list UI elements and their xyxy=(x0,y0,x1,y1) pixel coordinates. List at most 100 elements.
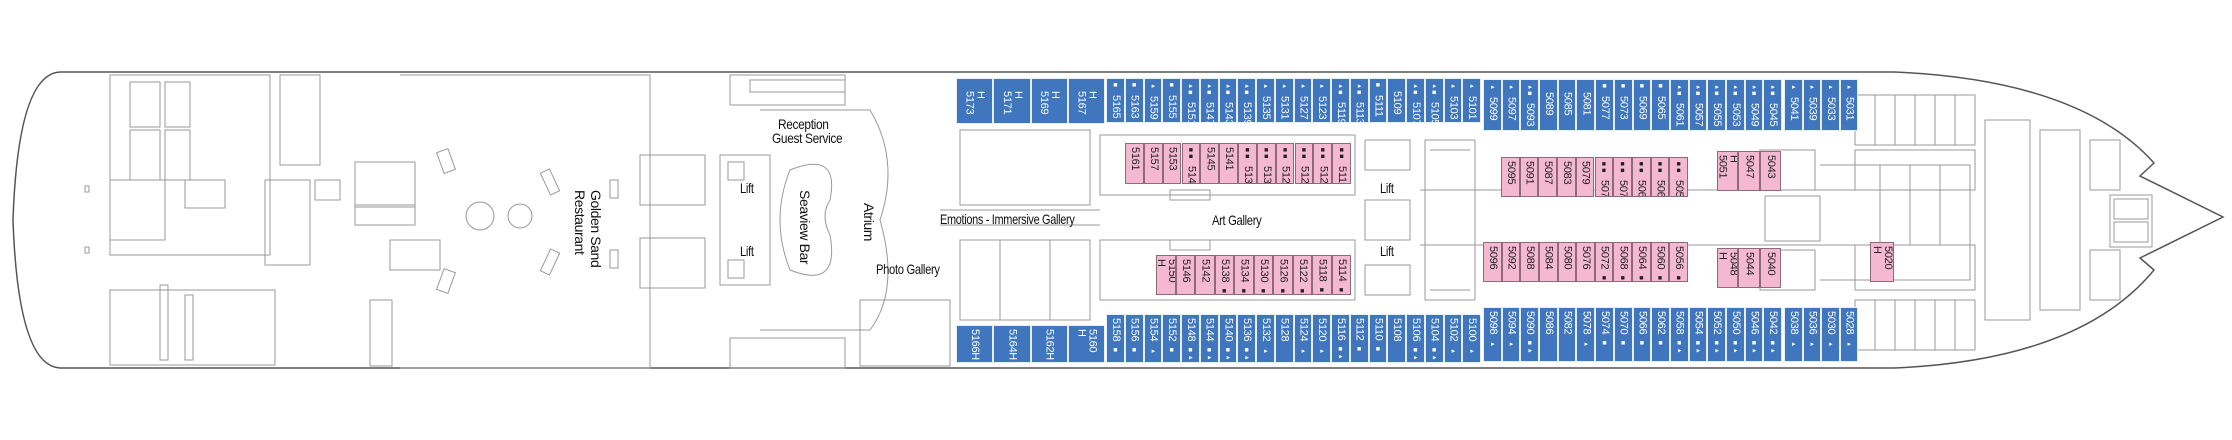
cabin-5098[interactable]: 5098▸ xyxy=(1483,307,1502,362)
cabin-5102[interactable]: 5102▸ xyxy=(1443,314,1463,363)
cabin-h5171[interactable]: H 5171 xyxy=(993,78,1031,124)
cabin-5043[interactable]: 5043 xyxy=(1759,151,1781,191)
cabin-5133[interactable]: ■■5133 xyxy=(1256,143,1276,184)
cabin-h5051[interactable]: H 5051 xyxy=(1717,151,1739,191)
cabin-5128[interactable]: 5128 xyxy=(1274,314,1294,363)
cabin-5150h[interactable]: 5150 H xyxy=(1156,255,1176,295)
cabin-5146[interactable]: 5146 xyxy=(1175,255,1195,295)
cabin-5120[interactable]: 5120▸ xyxy=(1312,314,1331,363)
cabin-5161[interactable]: 5161 xyxy=(1125,143,1144,184)
cabin-5045[interactable]: ▸■5045 xyxy=(1763,79,1782,131)
cabin-5065[interactable]: ■5065 xyxy=(1651,79,1670,131)
cabin-5047[interactable]: 5047 xyxy=(1738,151,1760,191)
cabin-5156[interactable]: 5156■ xyxy=(1124,314,1144,363)
cabin-5111[interactable]: ■5111 xyxy=(1368,78,1388,123)
cabin-5125[interactable]: ■■5125 xyxy=(1294,143,1314,184)
cabin-5135[interactable]: ▸5135 xyxy=(1256,78,1275,123)
cabin-5159[interactable]: ▸5159 xyxy=(1143,78,1163,123)
cabin-5055[interactable]: ▸■5055 xyxy=(1707,79,1726,131)
cabin-5092[interactable]: 5092 xyxy=(1501,242,1521,282)
cabin-5095[interactable]: 5095 xyxy=(1501,157,1520,197)
cabin-5105[interactable]: ▸■5105 xyxy=(1424,78,1444,123)
cabin-5137[interactable]: ■■5137 xyxy=(1238,143,1257,184)
cabin-5141[interactable]: 5141 xyxy=(1219,143,1238,184)
cabin-5166h[interactable]: 5166H xyxy=(956,325,994,363)
cabin-5042[interactable]: 5042■▸ xyxy=(1763,307,1782,362)
cabin-5148[interactable]: 5148■▸ xyxy=(1181,314,1200,363)
cabin-5131[interactable]: ▸5131 xyxy=(1274,78,1294,123)
cabin-5149[interactable]: ■■5149 xyxy=(1181,143,1201,184)
cabin-5147[interactable]: ▸■5147 xyxy=(1199,78,1219,123)
cabin-5127[interactable]: ▸5127 xyxy=(1293,78,1313,123)
cabin-5118[interactable]: 5118■■ xyxy=(1312,255,1332,295)
cabin-5094[interactable]: 5094▸ xyxy=(1501,307,1521,362)
cabin-5062[interactable]: 5062■ xyxy=(1651,307,1670,362)
cabin-5054[interactable]: 5054■▸ xyxy=(1688,307,1708,362)
cabin-5033[interactable]: ▸5033 xyxy=(1821,79,1840,131)
cabin-5158[interactable]: 5158■ xyxy=(1106,314,1125,363)
cabin-5080[interactable]: 5080 xyxy=(1557,242,1577,282)
cabin-5152[interactable]: 5152■ xyxy=(1162,314,1181,363)
cabin-5083[interactable]: 5083 xyxy=(1557,157,1576,197)
cabin-5109[interactable]: 5109 xyxy=(1387,78,1406,123)
cabin-5106[interactable]: 5106■▸ xyxy=(1406,314,1425,363)
cabin-5049[interactable]: ▸■5049 xyxy=(1744,79,1764,131)
cabin-5121[interactable]: ■■5121 xyxy=(1313,143,1333,184)
cabin-5103[interactable]: ▸5103 xyxy=(1443,78,1463,123)
cabin-5039[interactable]: ▸5039 xyxy=(1802,79,1821,131)
cabin-5052[interactable]: 5052■▸ xyxy=(1707,307,1726,362)
cabin-5099[interactable]: ▸5099 xyxy=(1483,79,1502,131)
cabin-5066[interactable]: 5066■ xyxy=(1632,307,1652,362)
cabin-5064[interactable]: 5064■■ xyxy=(1632,242,1651,282)
cabin-5145[interactable]: 5145 xyxy=(1200,143,1220,184)
cabin-5134[interactable]: 5134■■ xyxy=(1234,255,1254,295)
cabin-5086[interactable]: 5086 xyxy=(1539,307,1558,362)
cabin-5059[interactable]: ■■5059 xyxy=(1669,157,1688,197)
cabin-5088[interactable]: 5088 xyxy=(1520,242,1539,282)
cabin-5130[interactable]: 5130■■ xyxy=(1253,255,1273,295)
cabin-5139[interactable]: ▸■5139 xyxy=(1237,78,1256,123)
cabin-5077[interactable]: ■5077 xyxy=(1595,79,1614,131)
cabin-5155[interactable]: ■5155 xyxy=(1162,78,1181,123)
cabin-5093[interactable]: ▸■5093 xyxy=(1520,79,1540,131)
cabin-5119[interactable]: ▸■5119 xyxy=(1331,78,1350,123)
cabin-5132[interactable]: 5132▸ xyxy=(1256,314,1275,363)
cabin-h5173[interactable]: H 5173 xyxy=(956,78,994,124)
cabin-5028[interactable]: 5028▸ xyxy=(1839,307,1858,362)
cabin-5112[interactable]: 5112■ xyxy=(1349,314,1369,363)
cabin-5123[interactable]: ▸5123 xyxy=(1312,78,1331,123)
cabin-5036[interactable]: 5036▸ xyxy=(1802,307,1821,362)
cabin-5116[interactable]: 5116■▸ xyxy=(1331,314,1350,363)
cabin-5041[interactable]: ▸5041 xyxy=(1784,79,1803,131)
cabin-5053[interactable]: ▸■5053 xyxy=(1725,79,1745,131)
cabin-5079[interactable]: 5079 xyxy=(1575,157,1595,197)
cabin-5057[interactable]: ▸■5057 xyxy=(1688,79,1708,131)
cabin-5101[interactable]: ▸5101 xyxy=(1462,78,1481,123)
cabin-5061[interactable]: ▸■5061 xyxy=(1669,79,1689,131)
cabin-5107[interactable]: ▸■5107 xyxy=(1406,78,1425,123)
cabin-5110[interactable]: 5110■ xyxy=(1368,314,1388,363)
cabin-5040[interactable]: 5040 xyxy=(1759,248,1781,288)
cabin-5081[interactable]: 5081 xyxy=(1576,79,1596,131)
cabin-5046[interactable]: 5046■▸ xyxy=(1744,307,1764,362)
cabin-5060[interactable]: 5060■■ xyxy=(1650,242,1670,282)
cabin-5050[interactable]: 5050■▸ xyxy=(1725,307,1745,362)
cabin-5153[interactable]: 5153 xyxy=(1162,143,1182,184)
cabin-5078[interactable]: 5078▸ xyxy=(1576,307,1596,362)
cabin-5068[interactable]: 5068■■ xyxy=(1613,242,1633,282)
cabin-5090[interactable]: 5090■▸ xyxy=(1520,307,1540,362)
cabin-5044[interactable]: 5044 xyxy=(1738,248,1760,288)
cabin-5129[interactable]: ■■5129 xyxy=(1275,143,1295,184)
cabin-5074[interactable]: 5074■ xyxy=(1595,307,1614,362)
cabin-5165[interactable]: ■5165 xyxy=(1106,78,1125,123)
cabin-5113[interactable]: ▸■5113 xyxy=(1349,78,1369,123)
cabin-5038[interactable]: 5038▸ xyxy=(1784,307,1803,362)
cabin-5157[interactable]: 5157 xyxy=(1143,143,1163,184)
cabin-5154[interactable]: 5154▸ xyxy=(1143,314,1163,363)
cabin-5072[interactable]: 5072■■ xyxy=(1594,242,1614,282)
cabin-5096[interactable]: 5096 xyxy=(1483,242,1502,282)
cabin-h5169[interactable]: H 5169 xyxy=(1030,78,1068,124)
cabin-5164h[interactable]: 5164H xyxy=(993,325,1031,363)
cabin-5115[interactable]: ■■5115 xyxy=(1332,143,1351,184)
cabin-5114[interactable]: 5114■■ xyxy=(1331,255,1351,295)
